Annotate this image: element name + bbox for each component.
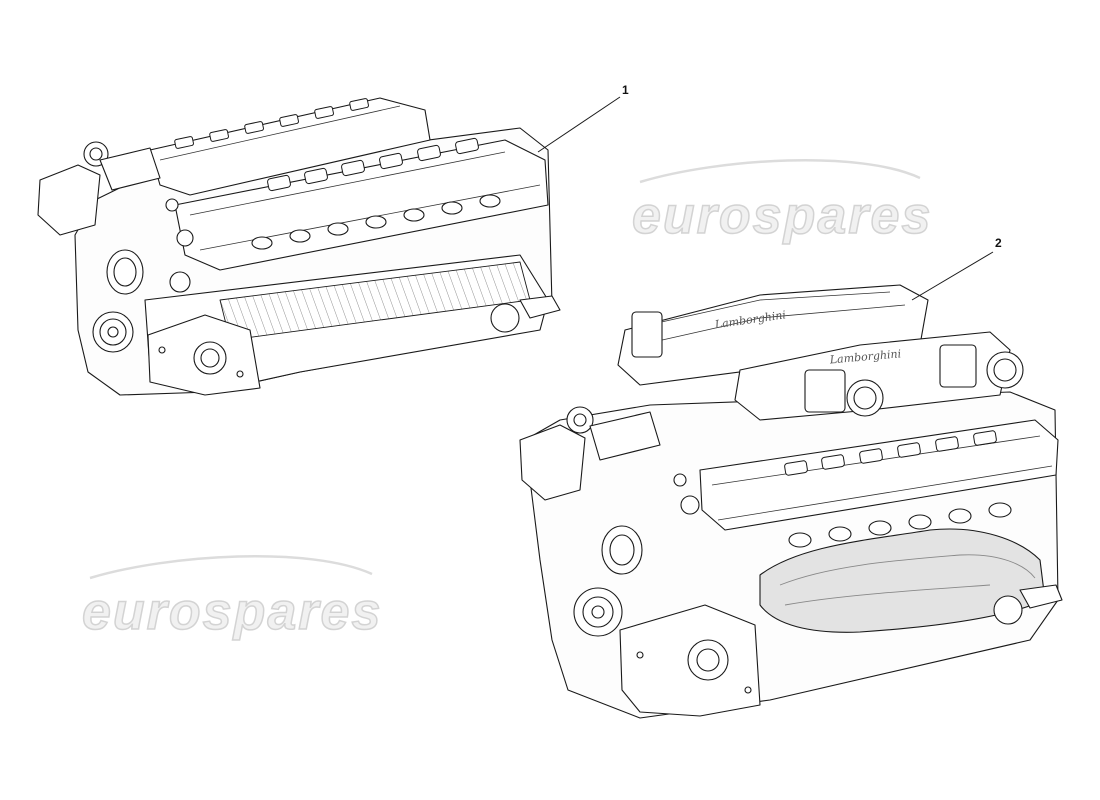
leader-line-1 [537, 96, 621, 153]
engine-assembly-1[interactable] [37, 97, 561, 396]
callout-label-1: 1 [622, 83, 629, 97]
callout-label-2: 2 [995, 236, 1002, 250]
watermark-swoosh-1 [639, 158, 921, 184]
leader-line-2 [911, 251, 994, 301]
watermark-swoosh-2 [89, 554, 373, 580]
svg-text:Lamborghini: Lamborghini [828, 347, 901, 366]
engine-assembly-2[interactable]: Lamborghini Lamborghini [519, 284, 1063, 719]
